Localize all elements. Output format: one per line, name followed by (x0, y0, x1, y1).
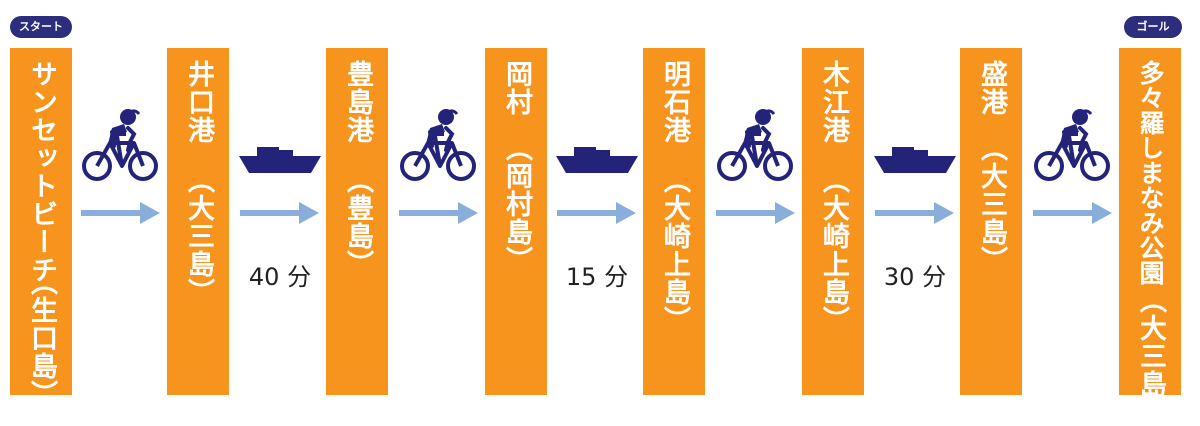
ferry-icon (556, 147, 638, 173)
stop-island: （大三島） (1135, 286, 1166, 426)
segment-bicycle (707, 48, 805, 395)
stop-name: 岡村 (501, 60, 532, 116)
segment-bicycle (72, 48, 170, 395)
arrow-right-icon (240, 202, 319, 224)
stop-island: （豊島） (342, 166, 373, 278)
stop-name: 明石港 (659, 60, 690, 144)
segment-bicycle (390, 48, 488, 395)
segment-ferry: 40 分 (231, 48, 329, 395)
stop-akashi-port: 明石港 （大崎上島） (643, 48, 705, 395)
stop-name: 多々羅しまなみ公園 (1136, 60, 1165, 285)
arrow-right-icon (81, 202, 160, 224)
ferry-duration: 40 分 (248, 263, 312, 291)
stop-name: サンセットビーチ (26, 60, 57, 284)
stop-island: （岡村島） (501, 134, 532, 274)
stop-name: 豊島港 (342, 60, 373, 144)
bicycle-icon (82, 109, 158, 181)
stop-toyoshima-port: 豊島港 （豊島） (326, 48, 388, 395)
arrow-right-icon (716, 202, 795, 224)
stop-name: 木江港 (818, 60, 849, 144)
ferry-duration: 30 分 (883, 263, 947, 291)
stop-island: （大崎上島） (818, 166, 849, 334)
stop-name: 盛港 (976, 60, 1007, 116)
stop-kinoe-port: 木江港 （大崎上島） (802, 48, 864, 395)
stop-okamura: 岡村 （岡村島） (485, 48, 547, 395)
stop-name: 井口港 (183, 60, 214, 144)
ferry-icon (874, 147, 956, 173)
ferry-duration: 15 分 (565, 263, 629, 291)
stop-island: （大三島） (183, 166, 214, 306)
bicycle-icon (717, 109, 793, 181)
stop-island: （大崎上島） (659, 166, 690, 334)
bicycle-icon (1034, 109, 1110, 181)
arrow-right-icon (1033, 202, 1112, 224)
stop-iguchi-port: 井口港 （大三島） (167, 48, 229, 395)
start-badge: スタート (10, 16, 72, 38)
stop-sakari-port: 盛港 （大三島） (960, 48, 1022, 395)
segment-ferry: 15 分 (548, 48, 646, 395)
ferry-icon (239, 147, 321, 173)
stop-island: （生口島） (26, 268, 57, 408)
arrow-right-icon (875, 202, 954, 224)
goal-badge: ゴール (1124, 16, 1182, 38)
segment-ferry: 30 分 (866, 48, 964, 395)
arrow-right-icon (399, 202, 478, 224)
stop-tatara-shimanami-park: 多々羅しまなみ公園 （大三島） (1119, 48, 1181, 426)
arrow-right-icon (557, 202, 636, 224)
stop-sunset-beach: サンセットビーチ （生口島） (10, 48, 72, 408)
bicycle-icon (400, 109, 476, 181)
segment-bicycle (1024, 48, 1122, 395)
stop-island: （大三島） (976, 134, 1007, 274)
